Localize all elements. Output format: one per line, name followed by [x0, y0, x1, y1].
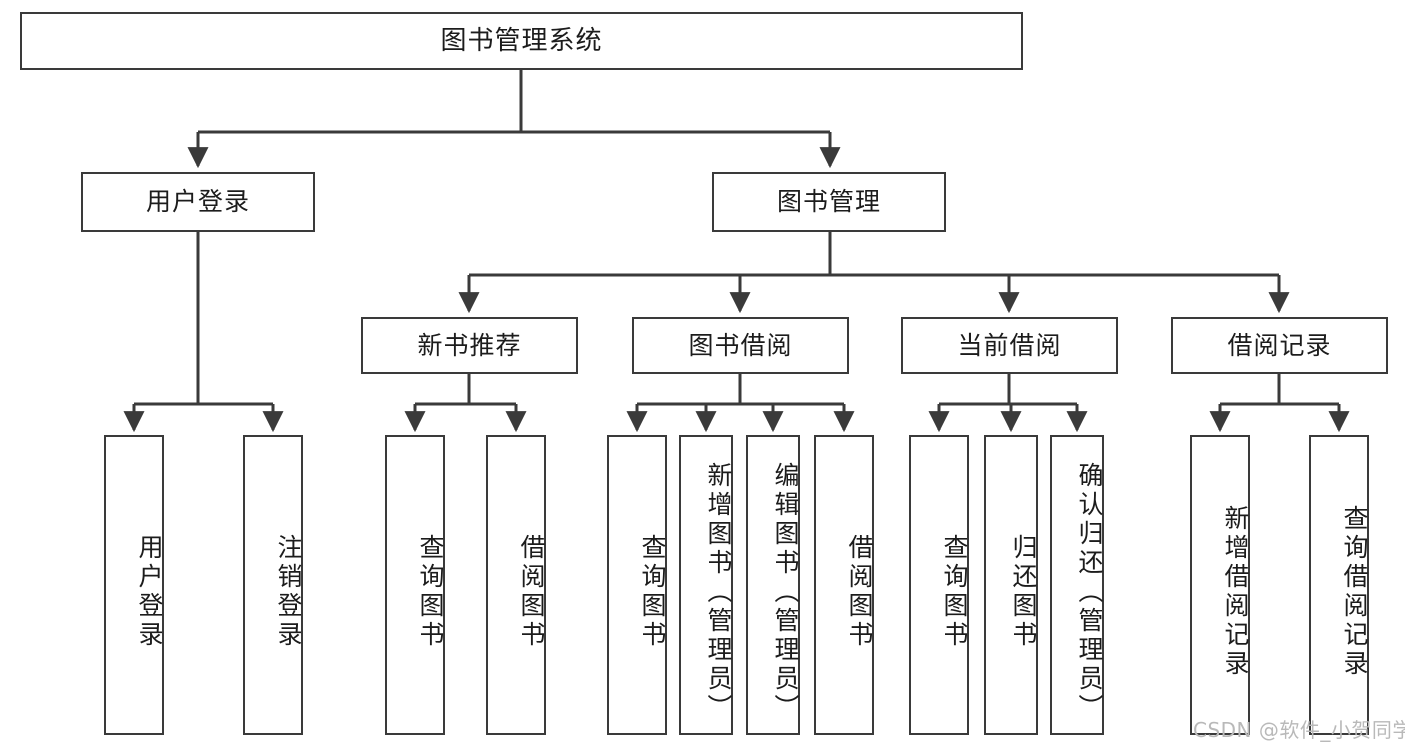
leaf-query-books-current[interactable]: 查询图书: [909, 435, 969, 735]
node-label: 查询图书: [638, 534, 667, 650]
leaf-edit-book-admin[interactable]: 编辑图书（管理员）: [746, 435, 800, 735]
node-label: 查询图书: [416, 534, 445, 650]
edge-user-login-to-leaves: [123, 232, 284, 433]
leaf-borrow-books-recommend[interactable]: 借阅图书: [486, 435, 546, 735]
edge-book-borrow-to-leaves: [626, 374, 855, 433]
node-book-borrow[interactable]: 图书借阅: [632, 317, 849, 374]
leaf-return-books[interactable]: 归还图书: [984, 435, 1038, 735]
leaf-borrow-books[interactable]: 借阅图书: [814, 435, 874, 735]
leaf-query-books-recommend[interactable]: 查询图书: [385, 435, 445, 735]
node-label: 用户登录: [135, 534, 164, 650]
node-label: 归还图书: [1009, 534, 1038, 650]
edge-book-mgmt-to-level2: [458, 232, 1290, 314]
leaf-add-borrow-record[interactable]: 新增借阅记录: [1190, 435, 1250, 735]
leaf-confirm-return-admin[interactable]: 确认归还（管理员）: [1050, 435, 1104, 735]
node-label: 新增借阅记录: [1221, 505, 1250, 679]
node-label: 图书借阅: [688, 330, 793, 360]
node-label: 新增图书（管理员）: [704, 461, 733, 723]
node-label: 查询借阅记录: [1340, 505, 1369, 679]
node-label: 借阅图书: [845, 534, 874, 650]
leaf-query-books-borrow[interactable]: 查询图书: [607, 435, 667, 735]
leaf-add-book-admin[interactable]: 新增图书（管理员）: [679, 435, 733, 735]
node-label: 当前借阅: [957, 330, 1062, 360]
leaf-user-login[interactable]: 用户登录: [104, 435, 164, 735]
node-root-system[interactable]: 图书管理系统: [20, 12, 1023, 70]
node-label: 新书推荐: [417, 330, 522, 360]
node-user-login[interactable]: 用户登录: [81, 172, 315, 232]
csdn-watermark: CSDN @软件_小贺同学: [1193, 718, 1405, 742]
edge-borrow-records-to-leaves: [1209, 374, 1350, 433]
node-label: 图书管理系统: [440, 25, 603, 56]
node-label: 编辑图书（管理员）: [771, 461, 800, 723]
node-label: 图书管理: [776, 187, 881, 217]
node-label: 用户登录: [145, 187, 250, 217]
edge-new-books-to-leaves: [404, 374, 527, 433]
leaf-logout-login[interactable]: 注销登录: [243, 435, 303, 735]
node-label: 借阅记录: [1227, 330, 1332, 360]
node-current-borrow[interactable]: 当前借阅: [901, 317, 1118, 374]
edge-current-borrow-to-leaves: [928, 374, 1088, 433]
edge-root-to-level1: [187, 70, 841, 169]
node-new-book-recommend[interactable]: 新书推荐: [361, 317, 578, 374]
node-label: 查询图书: [940, 534, 969, 650]
node-label: 借阅图书: [517, 534, 546, 650]
leaf-query-borrow-record[interactable]: 查询借阅记录: [1309, 435, 1369, 735]
node-borrow-records[interactable]: 借阅记录: [1171, 317, 1388, 374]
node-label: 注销登录: [274, 534, 303, 650]
node-book-management[interactable]: 图书管理: [712, 172, 946, 232]
node-label: 确认归还（管理员）: [1075, 461, 1104, 723]
